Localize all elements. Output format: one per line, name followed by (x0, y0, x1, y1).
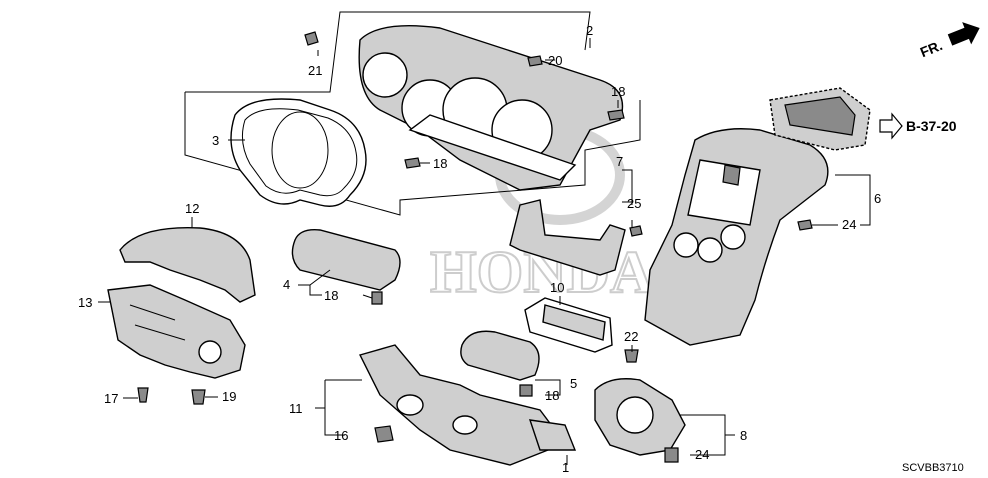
label-18-middle: 18 (433, 156, 447, 171)
label-5: 5 (570, 376, 577, 391)
label-19: 19 (222, 389, 236, 404)
part-6-center-panel (644, 128, 829, 346)
label-18-left: 18 (324, 288, 338, 303)
label-21: 21 (308, 63, 322, 78)
label-2: 2 (586, 23, 593, 38)
label-16: 16 (334, 428, 348, 443)
label-6: 6 (874, 191, 881, 206)
part-7-bracket (509, 199, 626, 276)
label-24-right: 24 (842, 217, 856, 232)
part-8-garnish (594, 378, 686, 456)
part-2-meter-visor (184, 11, 641, 216)
part-4-pocket-cover (291, 229, 401, 291)
direction-label: FR. (918, 37, 945, 60)
reference-arrow: B-37-20 (879, 112, 957, 140)
part-3-meter-bezel (230, 98, 367, 207)
label-18-top: 18 (611, 84, 625, 99)
part-5-lid (460, 330, 540, 381)
part-10-center-pocket (524, 297, 613, 353)
diagram-code: SCVBB3710 (902, 462, 964, 474)
fasteners (137, 31, 813, 463)
label-4: 4 (283, 277, 290, 292)
label-18-bottom: 18 (545, 388, 559, 403)
label-24-bottom: 24 (695, 447, 709, 462)
label-10: 10 (550, 280, 564, 295)
part-1-cover (528, 419, 577, 451)
label-7: 7 (616, 154, 623, 169)
part-13-column-cover-lower (107, 284, 246, 379)
label-1: 1 (562, 460, 569, 475)
direction-indicator: FR. (918, 22, 980, 60)
label-12: 12 (185, 201, 199, 216)
label-8: 8 (740, 428, 747, 443)
label-11: 11 (289, 401, 303, 416)
label-22: 22 (624, 329, 638, 344)
label-13: 13 (78, 295, 92, 310)
direction-arrow-icon (947, 22, 980, 46)
reference-label: B-37-20 (906, 118, 957, 134)
label-17: 17 (104, 391, 118, 406)
label-25: 25 (627, 196, 641, 211)
leader-lines (98, 38, 871, 465)
vent-assembly (769, 87, 871, 151)
label-20: 20 (548, 53, 562, 68)
part-12-column-cover-upper (119, 226, 256, 303)
part-labels: 2 3 21 20 18 18 12 13 4 18 7 25 6 24 10 … (78, 23, 881, 475)
label-3: 3 (212, 133, 219, 148)
